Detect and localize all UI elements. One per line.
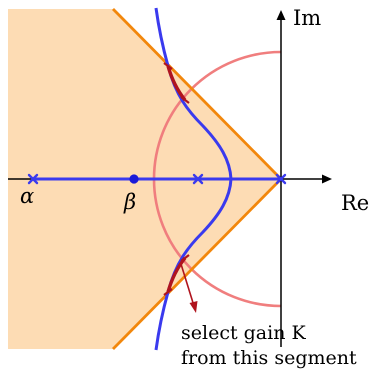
locus-upper-branch [154,7,233,180]
annotation-line-2: from this segment [181,347,357,369]
real-axis-label: Re [341,191,369,215]
point-beta-marker [129,174,139,184]
real-axis-arrow [322,174,332,184]
annotation-arrow-line [180,263,195,307]
annotation-arrow-head [189,301,198,313]
imaginary-axis-label: Im [293,6,321,30]
locus-lower-branch [154,178,233,351]
annotation-line-1: select gain K [181,322,306,344]
tick-lower-a [180,254,190,262]
pole-origin-marker [275,173,287,185]
pole-middle-marker [192,173,204,185]
imaginary-axis-arrow [276,10,286,20]
alpha-label: α [20,184,34,208]
tick-lower-b [163,288,173,296]
pole-alpha-marker [27,173,39,185]
tick-upper-a [163,62,173,70]
beta-label: β [123,190,136,214]
constraint-line-lower [112,178,282,350]
tick-upper-b [180,96,190,104]
constraint-line-upper [112,8,282,180]
